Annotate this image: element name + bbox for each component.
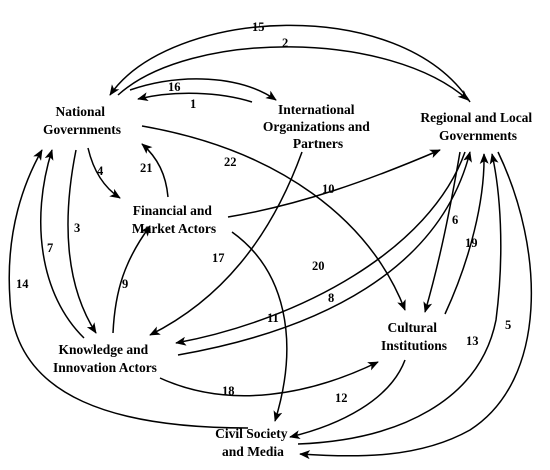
- node-cultural-institutions: Cultural Institutions: [381, 320, 447, 353]
- edge-label-3: 3: [74, 221, 80, 235]
- edge-14: [8, 149, 249, 429]
- edge-label-12: 12: [335, 391, 348, 405]
- node-regional-local-governments: Regional and Local Governments: [420, 110, 535, 143]
- edge-20: [175, 151, 466, 346]
- edge-19: [444, 153, 489, 315]
- edge-15: [109, 24, 471, 103]
- edge-7: [39, 149, 85, 339]
- edge-label-20: 20: [312, 259, 325, 273]
- edge-label-22: 22: [224, 155, 237, 169]
- edge-label-21: 21: [140, 161, 153, 175]
- edge-12: [289, 359, 406, 440]
- node-knowledge-innovation-actors: Knowledge and Innovation Actors: [53, 342, 157, 375]
- edge-label-6: 6: [452, 213, 458, 227]
- edge-16: [129, 78, 277, 101]
- edge-4: [87, 147, 121, 199]
- edge-label-8: 8: [328, 291, 334, 305]
- edge-label-14: 14: [16, 277, 29, 291]
- edge-label-17: 17: [212, 251, 225, 265]
- edge-label-10: 10: [322, 182, 335, 196]
- edge-label-5: 5: [505, 318, 511, 332]
- edge-8: [177, 151, 472, 356]
- edge-label-18: 18: [222, 384, 235, 398]
- edge-10: [227, 149, 441, 218]
- edge-21: [141, 143, 169, 198]
- edge-label-7: 7: [47, 241, 53, 255]
- edge-label-16: 16: [168, 80, 181, 94]
- edge-label-15: 15: [252, 20, 265, 34]
- edge-label-1: 1: [190, 97, 196, 111]
- edge-label-11: 11: [267, 311, 279, 325]
- edge-6: [423, 151, 461, 313]
- node-financial-market-actors: Financial and Market Actors: [132, 203, 216, 236]
- edge-label-2: 2: [282, 36, 288, 50]
- node-civil-society-media: Civil Society and Media: [215, 426, 291, 459]
- edge-label-19: 19: [465, 236, 478, 250]
- edge-17: [149, 151, 303, 336]
- edge-5: [299, 151, 532, 460]
- edge-11: [231, 231, 288, 422]
- edge-9: [112, 225, 151, 334]
- edge-2: [117, 46, 469, 101]
- edge-22: [141, 125, 406, 311]
- edge-1: [137, 92, 253, 103]
- edge-3: [67, 149, 97, 334]
- edge-label-13: 13: [466, 334, 479, 348]
- node-national-governments: National Governments: [43, 104, 121, 137]
- edge-13: [297, 153, 502, 445]
- node-international-organizations: International Organizations and Partners: [263, 102, 373, 151]
- edge-label-4: 4: [97, 164, 104, 178]
- edge-label-9: 9: [122, 277, 128, 291]
- edge-18: [159, 361, 379, 397]
